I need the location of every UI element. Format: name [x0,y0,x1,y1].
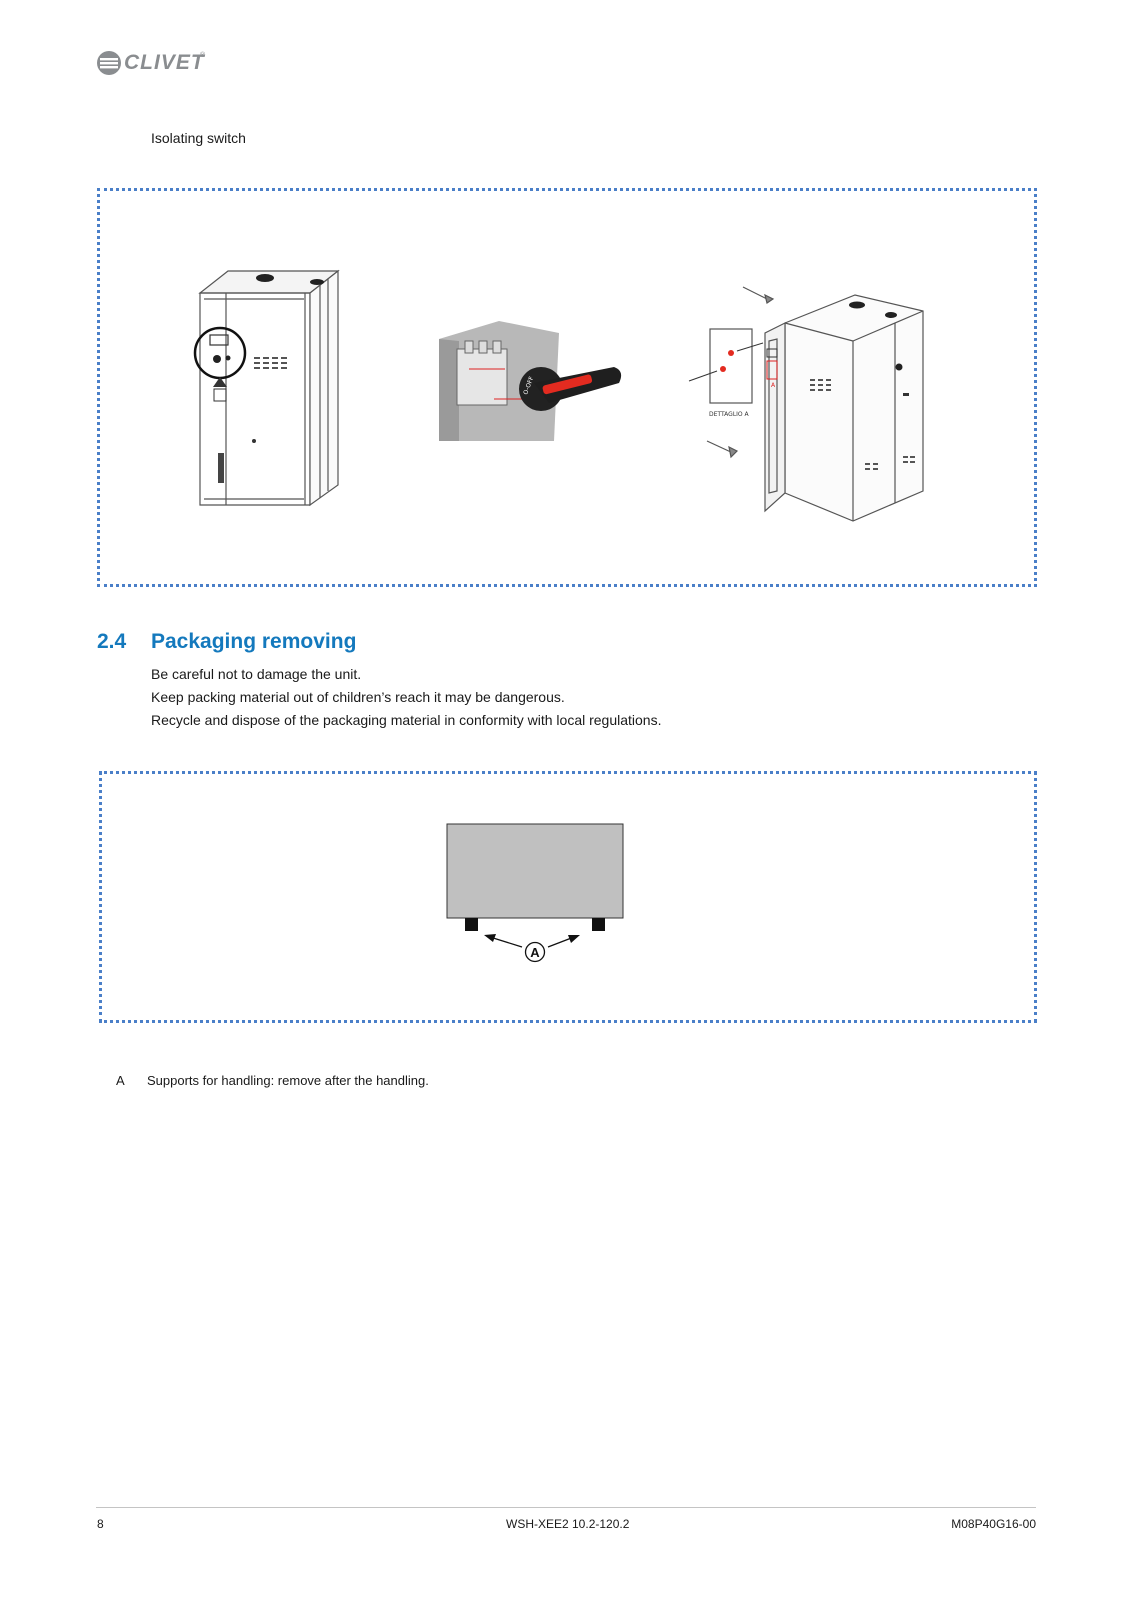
paragraph: Be careful not to damage the unit. [151,666,362,682]
legend-key: A [116,1073,125,1088]
figure-isolating-switch: O-OFF [97,188,1037,587]
section-title: Packaging removing [151,630,357,653]
legend-text: Supports for handling: remove after the … [147,1073,429,1088]
support-left [465,918,478,931]
paragraph: Recycle and dispose of the packaging mat… [151,712,662,728]
brand-logo-icon [97,51,121,75]
switch-closeup-illustration: O-OFF [439,321,622,441]
detail-marker: A [771,382,776,389]
detail-label: DETTAGLIO A [709,411,750,418]
brand-name: CLIVET [124,51,205,74]
footer-model: WSH-XEE2 10.2-120.2 [506,1517,630,1531]
support-right [592,918,605,931]
footer-doc-code: M08P40G16-00 [951,1517,1036,1531]
packaging-diagram: A [446,823,624,963]
paragraph: Keep packing material out of children’s … [151,689,565,705]
page-number: 8 [97,1517,104,1531]
figure-packaging-supports: A [99,771,1037,1023]
footer-divider [96,1507,1036,1508]
section-number: 2.4 [97,630,127,653]
brand-logo: CLIVET ® [96,50,216,76]
switch-installation-illustration: A DETTAGLIO A [688,286,924,522]
support-marker: A [530,945,540,960]
brand-registered-mark: ® [200,52,206,59]
section-heading: 2.4 Packaging removing [97,630,356,654]
unit-front-illustration [193,269,340,507]
figure-caption: Isolating switch [151,130,246,146]
